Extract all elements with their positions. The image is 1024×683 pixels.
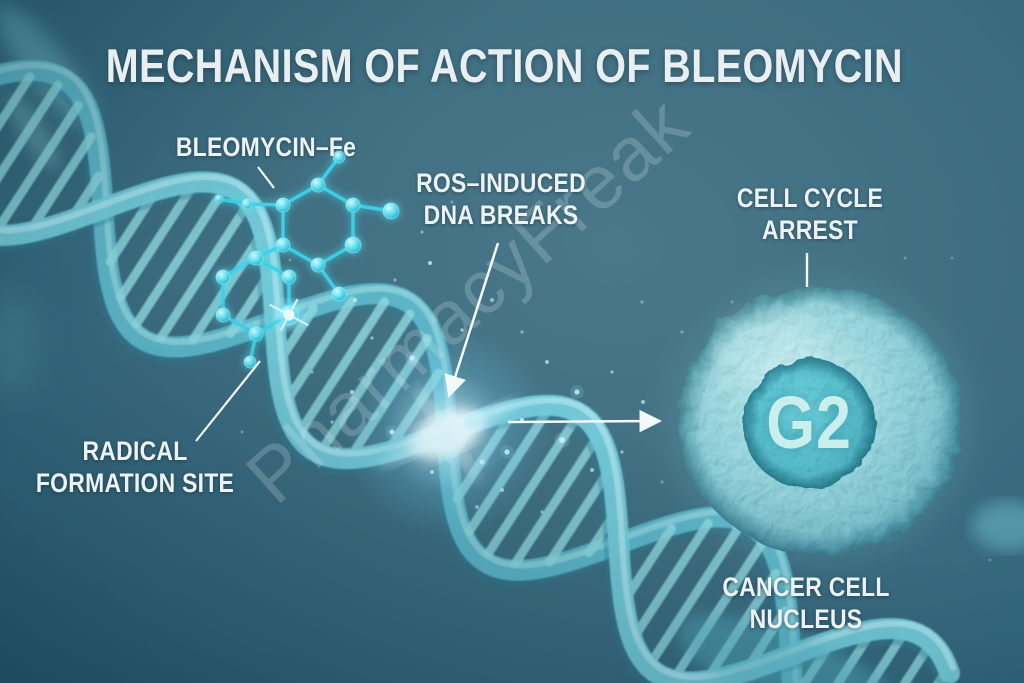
- g2-phase-badge: G2: [766, 380, 852, 464]
- cancer-cell: [666, 276, 974, 566]
- label-radical-formation-site: RADICAL FORMATION SITE: [35, 436, 235, 498]
- diagram-title: MECHANISM OF ACTION OF BLEOMYCIN: [105, 39, 903, 92]
- label-cell-cycle-arrest: CELL CYCLE ARREST: [736, 183, 884, 245]
- bleomycin-leader-line: [257, 166, 275, 189]
- dna-to-cell-arrow: [507, 409, 662, 433]
- label-ros-induced-dna-breaks: ROS–INDUCED DNA BREAKS: [416, 168, 586, 230]
- right-edge-cell-blob: [972, 501, 1024, 551]
- dna-break-glow: [342, 327, 552, 537]
- cell-nucleus: [743, 359, 875, 489]
- label-cancer-cell-nucleus: CANCER CELL NUCLEUS: [722, 572, 890, 634]
- label-bleomycin-fe: BLEOMYCIN–Fe: [175, 132, 357, 162]
- glow-particles: [240, 200, 992, 562]
- radical-leader-line: [195, 360, 261, 442]
- dna-bottom-blur: [677, 614, 903, 683]
- bleomycin-molecule: [214, 150, 400, 369]
- ros-breaks-arrow: [444, 242, 500, 398]
